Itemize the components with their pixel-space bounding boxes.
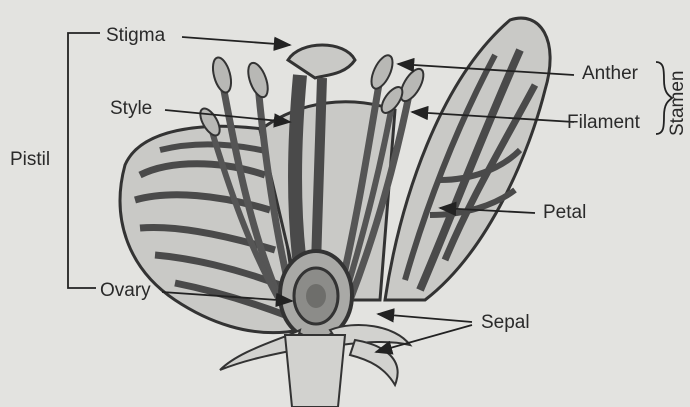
anther-label: Anther	[582, 64, 638, 83]
sepals	[220, 325, 410, 407]
stigma-leader	[182, 37, 290, 45]
style-label: Style	[110, 99, 152, 118]
sepal-label: Sepal	[481, 313, 530, 332]
petal-label: Petal	[543, 203, 586, 222]
pistil-label: Pistil	[10, 150, 50, 169]
stamen-label: Stamen	[668, 71, 687, 136]
stigma-label: Stigma	[106, 26, 165, 45]
pistil-bracket	[68, 33, 100, 288]
right-petal	[385, 18, 550, 300]
filament-label: Filament	[567, 113, 640, 132]
sepal-leader-upper	[378, 314, 472, 322]
ovary-label: Ovary	[100, 281, 151, 300]
